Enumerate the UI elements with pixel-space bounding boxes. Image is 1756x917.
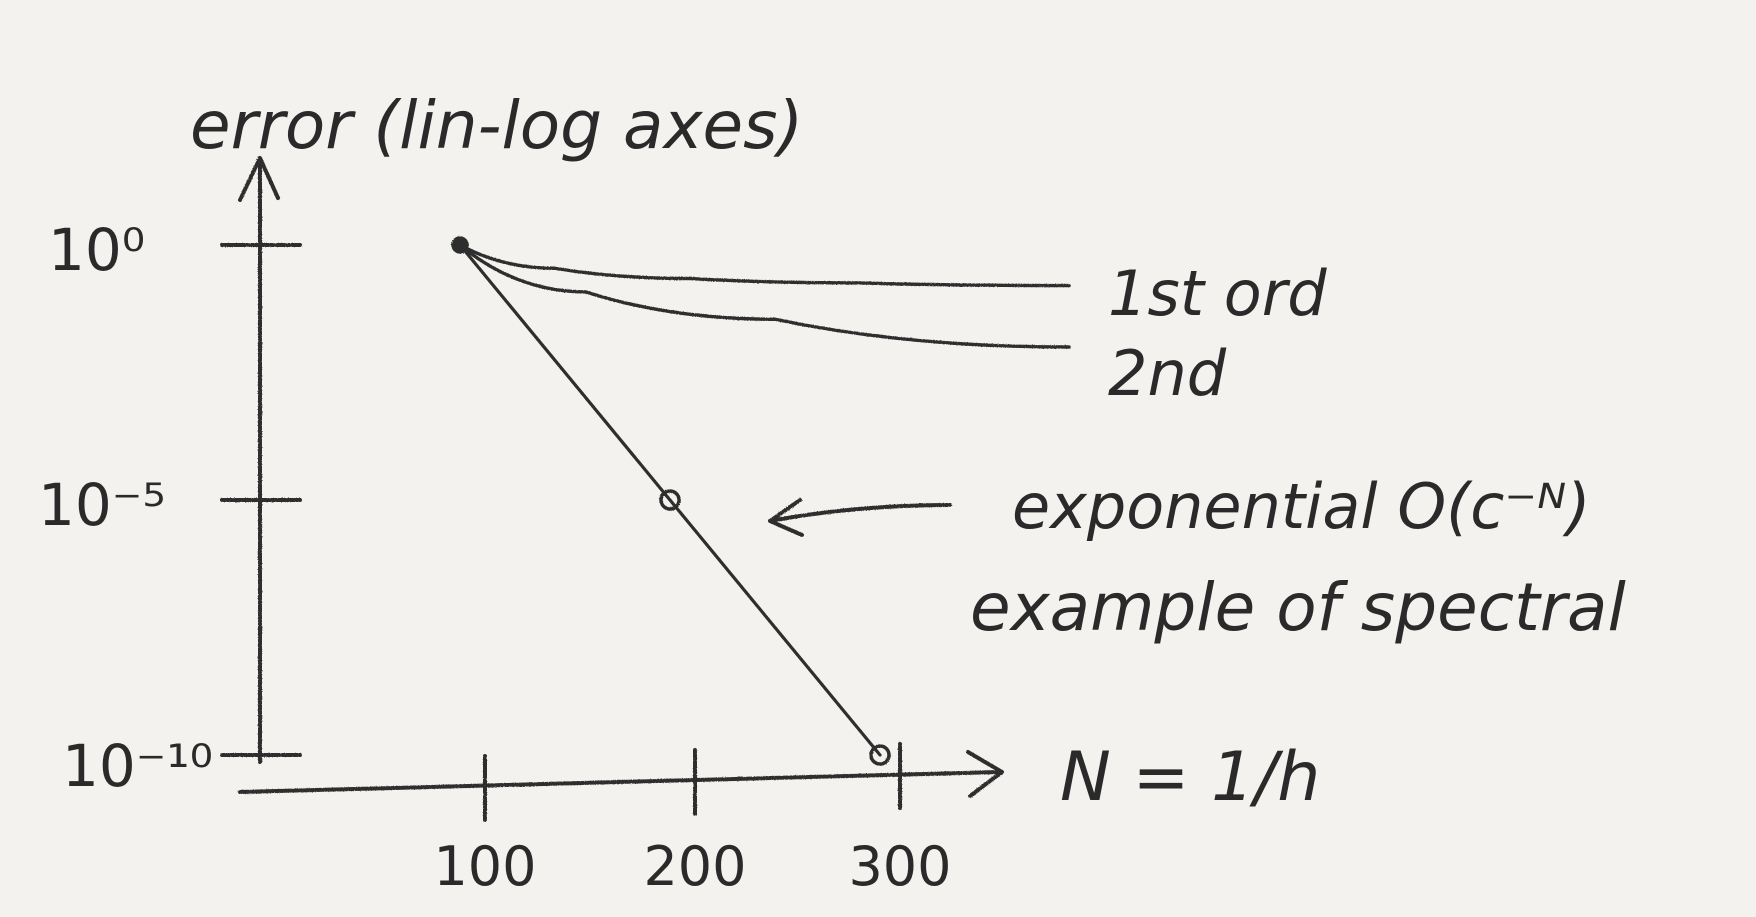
data-point — [869, 744, 891, 766]
y-tick-label: 10⁰ — [48, 216, 145, 284]
axes-layer — [220, 156, 1004, 822]
data-point — [659, 489, 681, 511]
y-tick-label: 10⁻⁵ — [38, 471, 166, 539]
series-line-2nd-order — [458, 243, 1071, 349]
x-axis-label: N = 1/h — [1060, 738, 1320, 817]
x-axis-line — [238, 770, 1002, 794]
annotation-arrow — [773, 503, 952, 522]
series-label: 2nd — [1108, 337, 1227, 410]
x-tick-label: 100 — [433, 835, 536, 898]
series-layer — [451, 236, 1071, 766]
series-label: exponential O(c⁻ᴺ) — [1012, 470, 1591, 543]
x-tick-label: 300 — [848, 835, 951, 898]
annotation-spectral: example of spectral — [970, 569, 1626, 646]
y-tick-label: 10⁻¹⁰ — [62, 732, 213, 800]
series-line-1st-order — [458, 243, 1071, 288]
chart-title: error (lin-log axes) — [190, 87, 803, 164]
data-point — [451, 236, 469, 254]
x-tick-label: 200 — [643, 835, 746, 898]
y-axis-arrowhead — [238, 156, 280, 202]
series-line-exponential — [458, 243, 882, 757]
series-label: 1st ord — [1108, 257, 1327, 330]
annotation-arrowhead — [768, 498, 804, 537]
x-axis-arrowhead — [966, 750, 1004, 798]
